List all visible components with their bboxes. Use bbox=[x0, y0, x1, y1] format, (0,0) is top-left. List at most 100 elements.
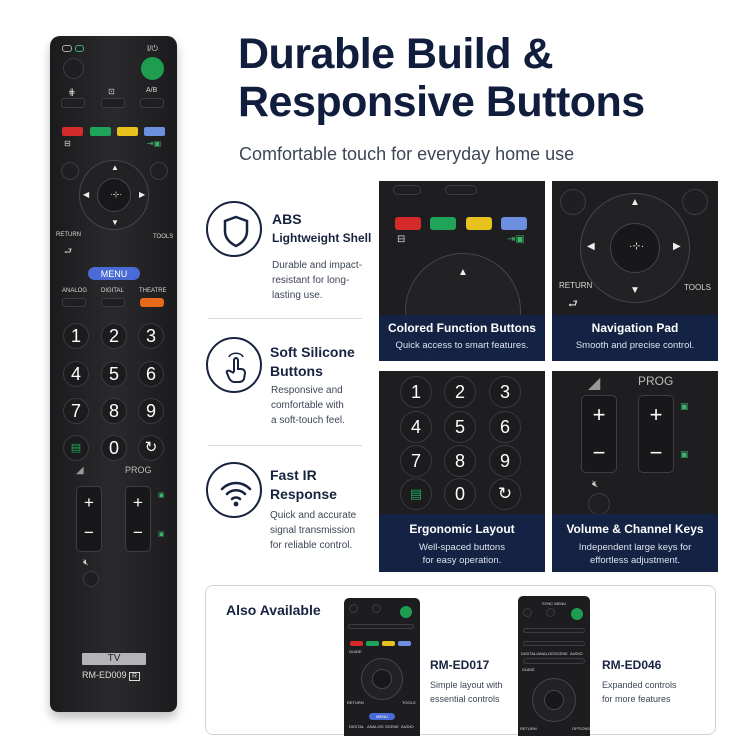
teletext-reveal-icon: ▣ bbox=[158, 531, 165, 538]
tile-desc-line: for easy operation. bbox=[422, 555, 502, 566]
tile-caption: Colored Function Buttons Quick access to… bbox=[379, 315, 545, 361]
text-icon: ⊟ bbox=[397, 234, 406, 245]
number-button-2[interactable]: 2 bbox=[101, 323, 127, 349]
feature-2-title-b: Buttons bbox=[270, 363, 323, 379]
digital-button[interactable] bbox=[101, 298, 125, 307]
teletext-button[interactable]: ▤ bbox=[63, 435, 89, 461]
mini-ok-button bbox=[372, 669, 392, 689]
tile-desc-line: Independent large keys for bbox=[578, 542, 692, 553]
prog-label: PROG bbox=[125, 465, 152, 475]
feature-3-title-a: Fast IR bbox=[270, 467, 317, 483]
corner-button-top-right[interactable] bbox=[150, 162, 168, 180]
channel-minus: − bbox=[649, 440, 663, 465]
jump-button[interactable]: ↻ bbox=[138, 435, 164, 461]
prog-label: PROG bbox=[638, 374, 674, 388]
feature-title-1: ABS Lightweight Shell bbox=[272, 210, 371, 248]
title-line-2: Responsive Buttons bbox=[238, 78, 645, 126]
tile-caption: Navigation Pad Smooth and precise contro… bbox=[552, 315, 718, 361]
menu-button[interactable]: MENU bbox=[88, 267, 140, 280]
mini-power-button bbox=[571, 608, 583, 620]
green-button[interactable] bbox=[90, 127, 111, 136]
feature-1-desc-line: resistant for long- bbox=[272, 275, 350, 286]
mini-bottom-label: DIGITAL bbox=[349, 724, 365, 729]
mini-bottom-label: ANALOG bbox=[367, 724, 384, 729]
ok-button[interactable] bbox=[97, 178, 131, 212]
volume-plus: + bbox=[84, 493, 94, 512]
teletext-button: ▤ bbox=[400, 478, 432, 510]
mini-row bbox=[348, 624, 414, 629]
feature-1-title-b: Lightweight Shell bbox=[272, 231, 372, 245]
mute-button[interactable] bbox=[83, 571, 99, 587]
feature-desc-3: Quick and accurate signal transmission f… bbox=[270, 508, 356, 553]
volume-ramp-icon: ◢ bbox=[76, 465, 84, 476]
mini-guide-label: GUIDE bbox=[522, 667, 535, 672]
number-button-0[interactable]: 0 bbox=[101, 435, 127, 461]
tile-top-button bbox=[393, 185, 421, 195]
teletext-reveal-icon: ▣ bbox=[680, 449, 689, 459]
analog-button[interactable] bbox=[62, 298, 86, 307]
tile-colored-function-buttons: ⊟ ⇥▣ ▲ Colored Function Buttons Quick ac… bbox=[379, 181, 545, 361]
screen-icon: ⊡ bbox=[108, 87, 115, 96]
feature-2-title-a: Soft Silicone bbox=[270, 344, 355, 360]
number-button-7[interactable]: 7 bbox=[63, 398, 89, 424]
mini-red-button bbox=[350, 641, 363, 646]
input-select-icon: ⇥▣ bbox=[147, 139, 162, 148]
number-button-8[interactable]: 8 bbox=[101, 398, 127, 424]
feature-1-title-a: ABS bbox=[272, 211, 302, 227]
tile-caption: Volume & Channel Keys Independent large … bbox=[552, 514, 718, 572]
feature-2-desc-line: Responsive and bbox=[271, 385, 343, 396]
power-button[interactable] bbox=[141, 57, 164, 80]
feature-divider bbox=[208, 445, 362, 446]
number-button-6[interactable]: 6 bbox=[138, 361, 164, 387]
navigation-ring bbox=[580, 193, 690, 303]
number-button-9[interactable]: 9 bbox=[138, 398, 164, 424]
blue-button bbox=[501, 217, 527, 230]
mini-button bbox=[372, 604, 381, 613]
mini-tools-label: TOOLS bbox=[402, 700, 416, 705]
mute-icon: 🔇︎ bbox=[592, 479, 599, 490]
number-button-3[interactable]: 3 bbox=[138, 323, 164, 349]
red-button[interactable] bbox=[62, 127, 83, 136]
channel-plus: + bbox=[649, 402, 663, 427]
mini-power-button bbox=[400, 606, 412, 618]
volume-rocker[interactable]: + − bbox=[76, 486, 102, 552]
analog-label: ANALOG bbox=[62, 288, 88, 294]
number-button-4[interactable]: 4 bbox=[63, 361, 89, 387]
mini-bottom-label: SCENE bbox=[385, 724, 399, 729]
arrow-right-icon: ▶ bbox=[139, 190, 146, 199]
corner-button-top-left[interactable] bbox=[61, 162, 79, 180]
ab-button[interactable] bbox=[140, 98, 164, 108]
input-button[interactable] bbox=[63, 58, 84, 79]
jump-button: ↻ bbox=[489, 478, 521, 510]
title-line-1: Durable Build & bbox=[238, 30, 554, 78]
grid-button[interactable] bbox=[61, 98, 85, 108]
mini-options-label: OPTIONS bbox=[572, 726, 591, 731]
tile-ergonomic-layout: 1 2 3 4 5 6 7 8 9 ▤ 0 ↻ Ergonomic Layout… bbox=[379, 371, 545, 572]
yellow-button bbox=[466, 217, 492, 230]
tile-title: Ergonomic Layout bbox=[409, 522, 515, 536]
feature-2-desc-line: a soft-touch feel. bbox=[271, 415, 345, 426]
return-icon: ⮐ bbox=[64, 246, 73, 256]
theatre-button[interactable] bbox=[140, 298, 164, 307]
screen-button[interactable] bbox=[101, 98, 125, 108]
blue-button[interactable] bbox=[144, 127, 165, 136]
channel-rocker[interactable]: + − bbox=[125, 486, 151, 552]
feature-3-desc-line: for reliable control. bbox=[270, 540, 353, 551]
mini-row-label: SCENE bbox=[554, 651, 568, 656]
volume-plus: + bbox=[592, 402, 606, 427]
ok-button bbox=[610, 223, 660, 273]
return-icon: ⮐ bbox=[568, 298, 578, 310]
tile-title: Colored Function Buttons bbox=[388, 321, 536, 335]
red-button bbox=[395, 217, 421, 230]
ok-dot-icon: ·⊹· bbox=[629, 241, 645, 252]
number-button-5[interactable]: 5 bbox=[101, 361, 127, 387]
volume-rocker: + − bbox=[581, 395, 617, 473]
number-button-1[interactable]: 1 bbox=[63, 323, 89, 349]
teletext-icon bbox=[75, 45, 84, 52]
mini-menu-button: MENU bbox=[369, 713, 395, 720]
mini-remote-rm-ed017: GUIDE RETURN TOOLS MENU DIGITAL ANALOG S… bbox=[344, 598, 420, 736]
yellow-button[interactable] bbox=[117, 127, 138, 136]
mini-button bbox=[546, 608, 555, 617]
digital-label: DIGITAL bbox=[101, 288, 124, 294]
mini-bottom-label: AUDIO bbox=[401, 724, 414, 729]
